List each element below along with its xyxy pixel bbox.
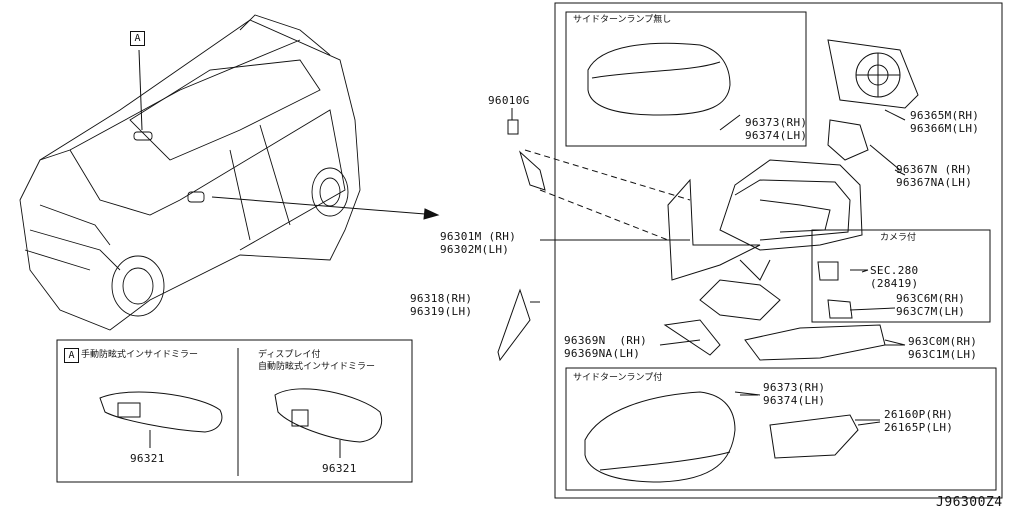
title-with-camera: カメラ付 xyxy=(880,233,917,243)
title-manual-mirror: 手動防眩式インサイドミラー xyxy=(81,350,199,360)
label-96301M: 96301M (RH) 96302M(LH) xyxy=(440,230,517,256)
wire-harness xyxy=(699,279,781,321)
mirror-base xyxy=(667,178,761,281)
reference-marker-a: A xyxy=(130,31,145,46)
mirror-housing xyxy=(719,159,863,251)
car-illustration xyxy=(19,14,361,331)
turn-lamp xyxy=(769,414,859,459)
title-display-mirror-1: ディスプレイ付 xyxy=(258,350,321,360)
title-without-turn-lamp: サイドターンランプ無し xyxy=(573,15,672,25)
label-96369N: 96369N (RH) 96369NA(LH) xyxy=(564,334,648,360)
label-963C6M: 963C6M(RH) 963C7M(LH) xyxy=(896,292,966,318)
right-frame xyxy=(554,2,1003,499)
box-with-turn-lamp xyxy=(565,367,997,491)
diagram-code: J96300Z4 xyxy=(936,495,1003,510)
label-96365M: 96365M(RH) 96366M(LH) xyxy=(910,109,980,135)
mirror-cover-lamp xyxy=(584,391,736,483)
label-963C0M: 963C0M(RH) 963C1M(LH) xyxy=(908,335,978,361)
title-display-mirror-2: 自動防眩式インサイドミラー xyxy=(258,362,376,372)
reference-marker-a-legend: A xyxy=(64,348,79,363)
label-96321-display: 96321 xyxy=(322,462,357,475)
inside-mirror-display xyxy=(274,388,383,443)
label-96318: 96318(RH) 96319(LH) xyxy=(410,292,473,318)
label-96373-bottom: 96373(RH) 96374(LH) xyxy=(763,381,826,407)
inside-mirror-manual xyxy=(99,391,223,433)
box-with-camera xyxy=(811,229,991,323)
mirror-glass xyxy=(827,39,919,109)
title-with-turn-lamp: サイドターンランプ付 xyxy=(573,373,663,383)
label-26160P: 26160P(RH) 26165P(LH) xyxy=(884,408,954,434)
label-96373-top: 96373(RH) 96374(LH) xyxy=(745,116,808,142)
label-96367N: 96367N (RH) 96367NA(LH) xyxy=(896,163,973,189)
box-without-turn-lamp xyxy=(565,11,807,147)
label-96321-manual: 96321 xyxy=(130,452,165,465)
label-sec280: SEC.280 (28419) xyxy=(870,264,919,290)
label-96010G: 96010G xyxy=(488,94,530,107)
box-inside-mirror xyxy=(56,339,413,483)
triangle-cover xyxy=(497,288,531,362)
mirror-cover-plain xyxy=(587,42,731,116)
under-cover xyxy=(744,324,886,361)
